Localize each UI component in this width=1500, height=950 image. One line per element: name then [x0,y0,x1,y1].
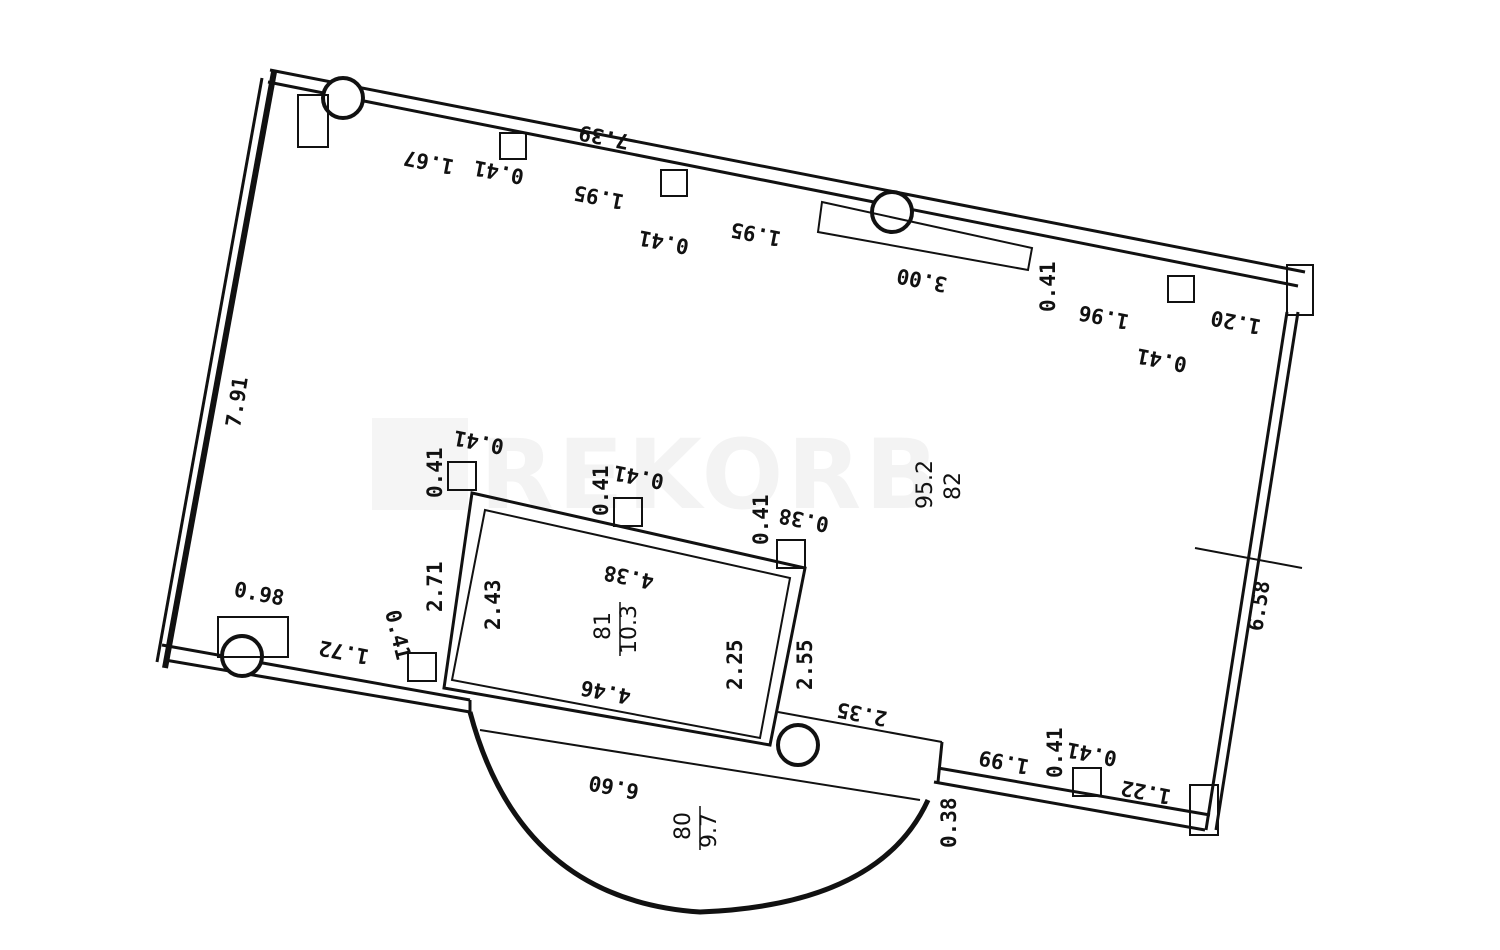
dim-right-wall: 6.58 [1243,579,1275,633]
dim-label: 4.46 [579,675,633,708]
dim-label: 2.35 [835,697,889,730]
dim-label: 1.72 [317,635,371,668]
main-room-label: 82 [941,472,966,500]
inner-room-label: 81 [591,612,616,640]
dim-left-wall: 7.91 [221,375,253,429]
bay-area: 9.7 [697,813,722,848]
left-wall [155,71,277,669]
dim-label: 1.96 [1077,300,1131,333]
pilaster-square [407,652,437,682]
dim-top-wall: 7.39 [577,120,631,153]
pilaster-square [1167,275,1195,303]
column-square [1286,264,1314,316]
dim-label: 2.71 [423,561,447,612]
watermark-mark [372,418,468,510]
top-wall [267,68,1306,288]
beam-outline [816,200,1034,272]
dim-label: 0.41 [637,225,691,258]
structural-columns [217,76,1314,836]
room-labels: 82 95.2 81 10.3 80 9.7 [591,460,966,850]
column-square [217,616,289,658]
pilaster-square [1072,767,1102,797]
dim-label: 2.25 [723,639,747,690]
dim-label: 2.55 [793,639,817,690]
dim-label: 0.98 [232,577,286,610]
dim-label: 1.22 [1119,775,1173,808]
curved-bay [467,711,931,915]
dim-bay-chord: 6.60 [587,770,641,803]
pilaster-square [613,497,643,527]
dim-label: 1.95 [729,217,783,250]
bottom-left-wall [161,643,471,714]
column-circle [321,76,365,120]
dim-label: 0.38 [937,797,961,848]
dim-label: 0.41 [1043,727,1067,778]
dim-label: 0.41 [423,447,447,498]
column-circle [870,190,914,234]
dim-label: 0.41 [1135,343,1189,376]
dim-label: 2.43 [481,579,505,630]
dim-label: 0.41 [1065,737,1119,770]
pilaster-square [447,461,477,491]
pilaster-square [499,132,527,160]
dim-label: 1.67 [402,145,456,178]
watermark-text: REKORB [480,419,942,531]
main-room-area: 95.2 [913,460,938,509]
inner-room [442,491,943,747]
dim-label: 0.41 [749,494,773,545]
right-wall [1194,311,1303,831]
bay-label: 80 [671,812,696,840]
pilaster-square [660,169,688,197]
dim-label: 4.38 [602,560,656,593]
dim-label: 1.99 [977,745,1031,778]
column-circle [776,723,820,767]
inner-room-area: 10.3 [617,605,642,654]
dim-label: 0.41 [1036,261,1060,312]
dim-label: 3.00 [895,263,949,296]
pilaster-square [776,539,806,569]
dim-label: 0.41 [380,607,416,662]
column-square [1189,784,1219,836]
dim-label: 1.95 [572,180,626,213]
column-square [297,94,329,148]
dim-label: 0.41 [589,465,613,516]
dim-label: 1.20 [1209,305,1263,338]
dim-label: 0.41 [472,155,526,188]
